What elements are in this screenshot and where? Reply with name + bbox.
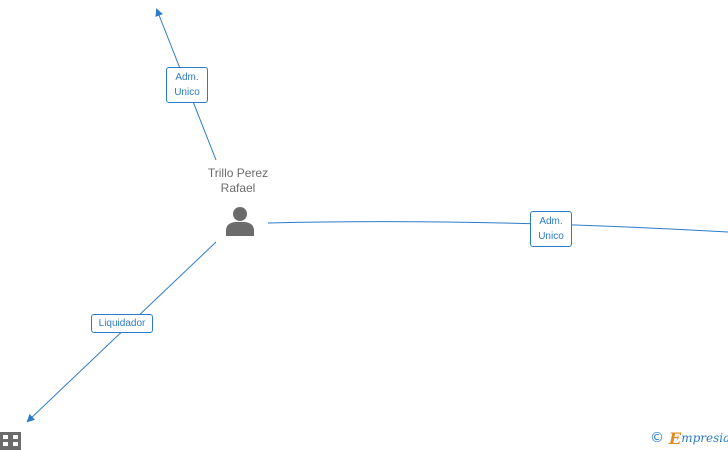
brand-initial: E <box>669 428 682 448</box>
edge-label-liquidador[interactable]: Liquidador <box>91 314 153 333</box>
edge-label-line2: Unico <box>174 87 200 98</box>
empresia-watermark: © E mpresia <box>650 428 728 448</box>
edge-label-text: Liquidador <box>98 318 146 329</box>
person-node-label[interactable]: Trillo Perez Rafael <box>188 166 288 196</box>
brand-name: mpresia <box>681 431 728 445</box>
edge-adm-unico-right <box>267 221 728 233</box>
edge-label-adm-unico-top[interactable]: Adm. Unico <box>166 67 208 103</box>
edge-label-adm-unico-right[interactable]: Adm. Unico <box>530 211 572 247</box>
person-icon[interactable] <box>225 205 255 237</box>
building-icon[interactable] <box>0 432 22 450</box>
edge-label-line1: Adm. <box>539 216 563 227</box>
person-name-line1: Trillo Perez <box>207 166 269 180</box>
person-name-line2: Rafael <box>220 181 256 195</box>
edge-label-line2: Unico <box>538 231 564 242</box>
copyright-icon: © <box>650 430 664 446</box>
edge-label-line1: Adm. <box>175 72 199 83</box>
